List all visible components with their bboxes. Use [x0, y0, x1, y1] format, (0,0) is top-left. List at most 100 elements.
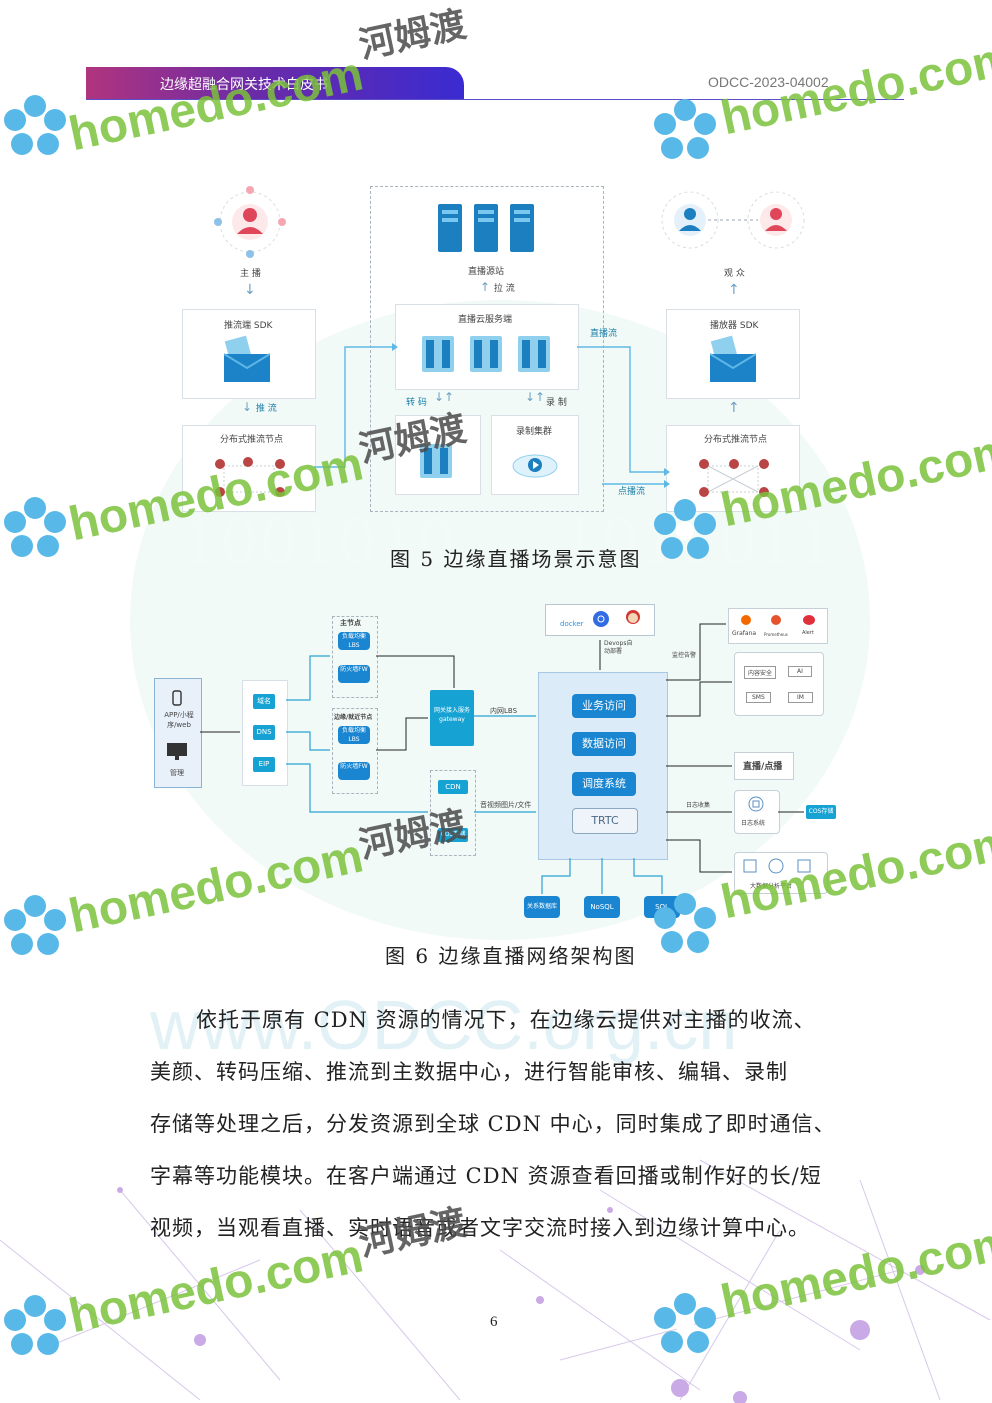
docker-icon: docker — [560, 620, 584, 628]
ai-node: AI — [788, 666, 812, 677]
figure6-connectors — [200, 623, 804, 894]
grafana-logo — [741, 615, 751, 625]
background-binary: 1001010 — [180, 505, 457, 578]
cos-store-node: COS存储 — [806, 805, 836, 819]
body-line-5: 视频，当观看直播、实时语音或者文字交流时接入到边缘计算中心。 — [150, 1216, 810, 1240]
body-line-4: 字幕等功能模块。在客户端通过 CDN 资源查看回播或制作好的长/短 — [150, 1164, 822, 1188]
figure5-connectors — [314, 343, 670, 488]
live-stream-label: 直播流 — [590, 329, 618, 339]
audience-icon — [661, 191, 805, 249]
record-label: 录 制 — [546, 398, 567, 408]
main-node-label: 主节点 — [340, 619, 361, 627]
push-label: 推 流 — [255, 404, 277, 414]
watermark-flower-icon — [4, 95, 66, 155]
lb-main: 负载均衡LBS — [338, 632, 370, 650]
eip-node: EIP — [253, 757, 275, 772]
vod-stream-label: 点播流 — [618, 487, 646, 497]
bigdata-label: 大数据分析平台 — [750, 883, 793, 890]
domain-node: 域名 — [253, 694, 275, 709]
main-node-group — [332, 616, 378, 698]
body-line-1: 依托于原有 CDN 资源的情况下，在边缘云提供对主播的收流、 — [196, 1008, 816, 1032]
figure6-caption: 图 6 边缘直播网络架构图 — [385, 944, 637, 968]
content-security-node: 内容安全 — [744, 666, 777, 679]
anchor-icon — [214, 186, 286, 258]
bigdata-box — [734, 852, 828, 894]
player-sdk-label: 播放器 SDK — [710, 321, 759, 331]
arrow-down: ↓ — [244, 282, 256, 298]
phone-icon — [172, 690, 182, 706]
transcode-server-icon — [420, 444, 452, 478]
client-label: APP/小程序/web — [164, 711, 194, 729]
alert-logo — [803, 615, 815, 625]
gateway-node: 网关接入服务gateway — [430, 690, 474, 746]
devops-label: Devops自动部署 — [604, 640, 633, 655]
header-banner — [86, 67, 464, 100]
data-access-node: 数据访问 — [572, 732, 636, 756]
monitor-label: 监控告警 — [672, 652, 697, 659]
page-number: 6 — [490, 1314, 498, 1330]
edge-node-group — [332, 708, 378, 794]
transcode-label: 转 码 — [406, 398, 427, 408]
im-node: IM — [788, 692, 813, 703]
header-title: 边缘超融合网关技术白皮书 — [160, 77, 328, 93]
cdn-group — [430, 770, 476, 856]
cdn-node: CDN — [438, 780, 468, 794]
dist-node-left-label: 分布式推流节点 — [220, 435, 284, 445]
lb-edge: 负载均衡LBS — [338, 726, 370, 744]
bigdata-icons — [743, 858, 811, 874]
audience-label: 观 众 — [724, 269, 745, 279]
map-pins-right-icon — [699, 459, 769, 497]
trtc-node: TRTC — [572, 808, 638, 834]
intranet-label: 内网LBS — [490, 707, 518, 715]
fw-edge: 防火墙FW — [338, 762, 370, 780]
admin-label: 管理 — [170, 769, 184, 777]
origin-server-icon — [438, 204, 534, 252]
kubernetes-icon — [593, 611, 609, 627]
services-box — [734, 652, 824, 716]
alert-icon: Alert — [802, 630, 814, 636]
edge-node-label: 边缘/就近节点 — [334, 714, 373, 721]
anchor-label: 主 播 — [240, 269, 261, 279]
pull-label: 拉 流 — [493, 284, 515, 294]
body-line-3: 存储等处理之后，分发资源到全球 CDN 中心，同时集成了即时通信、 — [150, 1112, 836, 1136]
transcode-arrows: ↓↑ — [434, 390, 455, 404]
live-vod-box — [734, 752, 794, 780]
player-envelope-icon — [710, 335, 756, 382]
log-collect-label: 日志收集 — [686, 802, 711, 809]
record-cluster-label: 录制集群 — [516, 427, 553, 437]
cloud-region — [370, 186, 604, 512]
watermark-flower-icon — [654, 99, 716, 159]
audience-arrow: ↑ — [728, 282, 740, 298]
background-network — [0, 1159, 991, 1403]
figure-5: 主 播 ↓ 推流端 SDK ↓ 推 流 分布式推流节点 直播源站 ↑ 拉 流 直… — [180, 182, 805, 512]
dist-node-left-box — [182, 425, 316, 512]
cloud-server-label: 直播云服务端 — [458, 315, 513, 325]
grafana-icon: Grafana — [732, 630, 757, 637]
jenkins-icon — [626, 610, 640, 624]
document-code: ODCC-2023-04002 — [708, 74, 829, 90]
scheduler-node: 调度系统 — [572, 772, 636, 796]
cos-node: COS存储 — [438, 828, 468, 842]
sdk-envelope-icon — [224, 335, 270, 382]
db-relational: 关系数据库 — [524, 896, 560, 918]
figure-6: APP/小程序/web 管理 域名 DNS EIP 主节点 负载均衡LBS 防火… — [150, 600, 850, 922]
log-icon — [748, 796, 764, 812]
db-nosql: NoSQL — [584, 896, 620, 918]
origin-label: 直播源站 — [468, 267, 505, 277]
media-files-label: 音视频图片/文件 — [480, 801, 532, 809]
push-arrow: ↓ 推 流 — [242, 400, 277, 414]
header-rule — [86, 99, 904, 100]
prometheus-logo — [771, 615, 781, 625]
dist-node-right-label: 分布式推流节点 — [704, 435, 768, 445]
prometheus-icon: Prometheus — [764, 632, 788, 637]
cloud-server-icon — [422, 336, 550, 372]
biz-access-node: 业务访问 — [572, 694, 636, 718]
monitor-icon — [167, 743, 187, 760]
dns-node: DNS — [253, 725, 275, 740]
record-arrows: ↓↑ — [525, 390, 546, 404]
cloud-play-icon — [512, 454, 558, 478]
watermark-latin: homedo.com — [64, 47, 368, 162]
watermark-flower-icon — [4, 895, 66, 955]
fw-main: 防火墙FW — [338, 665, 370, 683]
client-box — [154, 678, 202, 788]
